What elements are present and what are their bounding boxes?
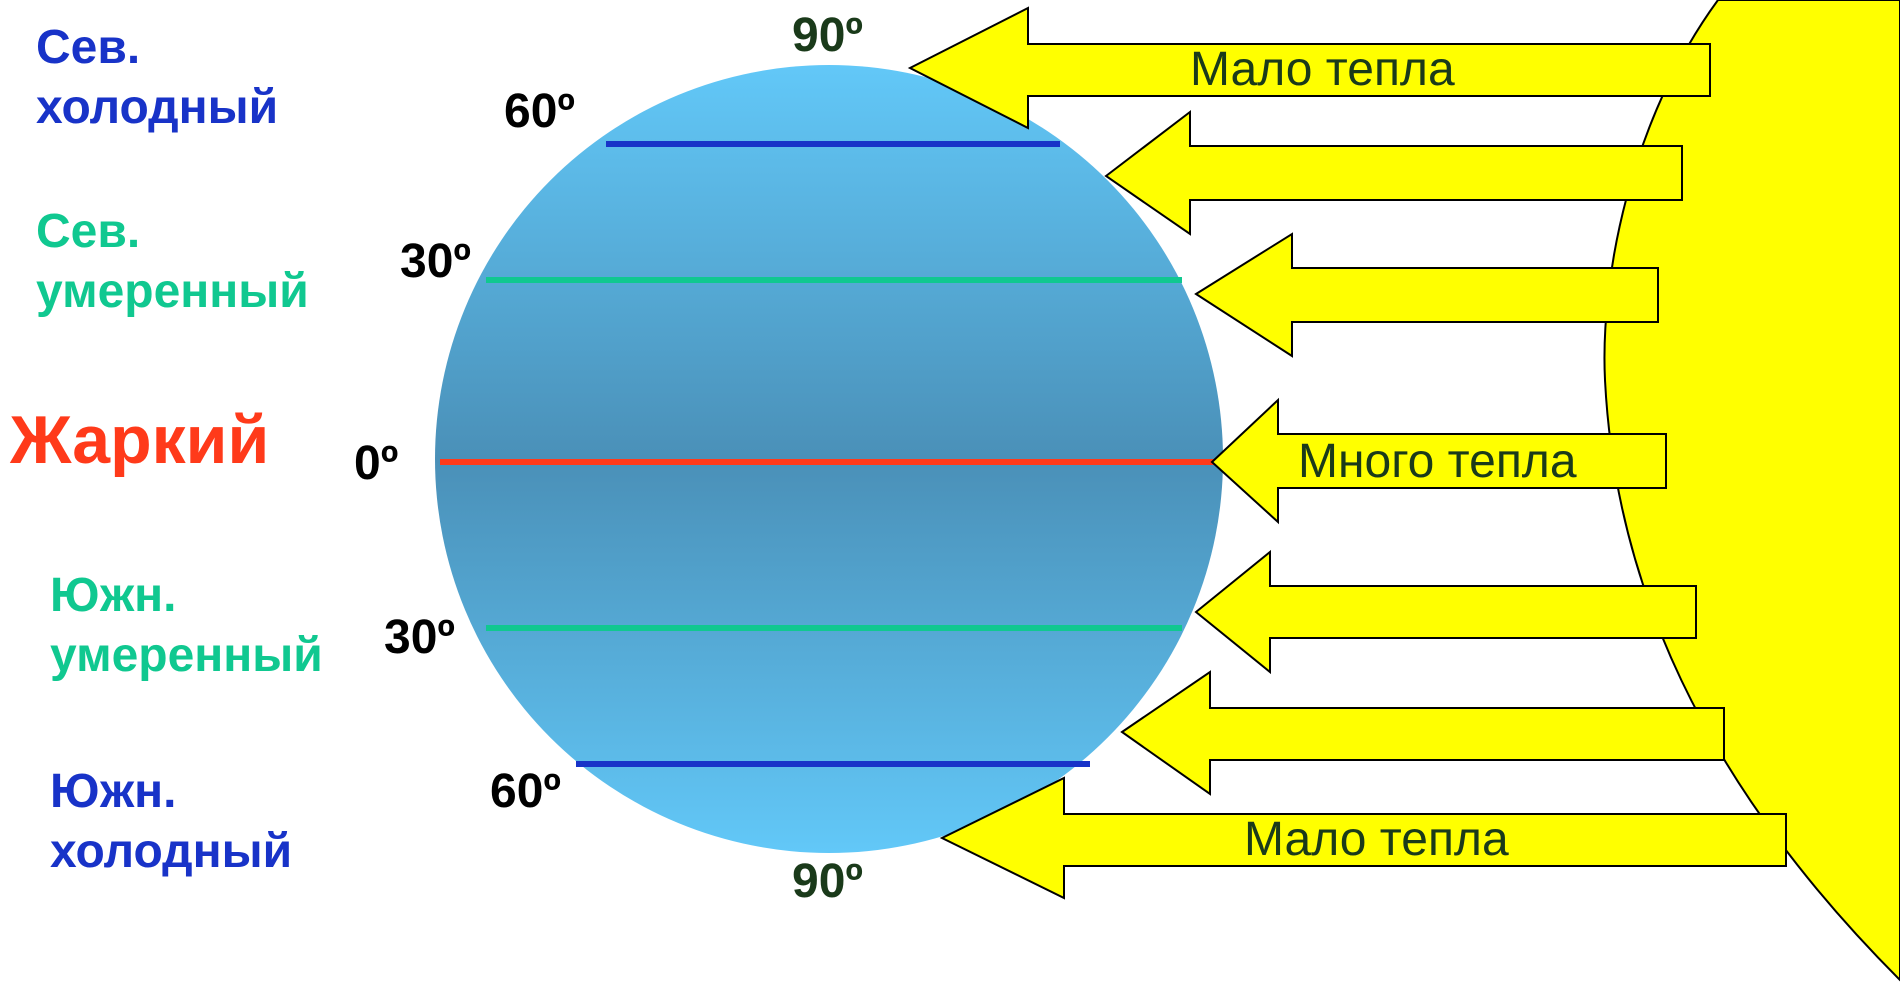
- arrow-label-top: Мало тепла: [1190, 44, 1455, 96]
- latitude-label-south-30: 30º: [384, 614, 455, 662]
- zone-label-north-cold: Сев. холодный: [36, 18, 278, 138]
- zone-label-north-cold-line2: холодный: [36, 78, 278, 138]
- zone-label-hot-text: Жаркий: [10, 402, 269, 478]
- zone-label-south-cold-line2: холодный: [50, 822, 292, 882]
- latitude-label-north-pole: 90º: [792, 12, 863, 60]
- zone-label-north-temperate-line1: Сев.: [36, 202, 309, 262]
- heat-arrow-5: [1196, 552, 1696, 672]
- latitude-label-equator: 0º: [354, 440, 398, 488]
- zone-label-north-temperate-line2: умеренный: [36, 262, 309, 322]
- heat-arrow-2: [1106, 112, 1682, 234]
- zone-label-south-temperate-line2: умеренный: [50, 626, 323, 686]
- latitude-label-south-pole: 90º: [792, 858, 863, 906]
- zone-label-south-temperate-line1: Южн.: [50, 566, 323, 626]
- zone-label-south-cold-line1: Южн.: [50, 762, 292, 822]
- latitude-label-north-60: 60º: [504, 88, 575, 136]
- arrow-label-bottom: Мало тепла: [1244, 814, 1509, 866]
- zone-label-hot: Жаркий: [10, 402, 269, 478]
- heat-arrow-3: [1196, 234, 1658, 356]
- zone-label-north-cold-line1: Сев.: [36, 18, 278, 78]
- zone-label-south-temperate: Южн. умеренный: [50, 566, 323, 686]
- latitude-label-north-30: 30º: [400, 238, 471, 286]
- zone-label-north-temperate: Сев. умеренный: [36, 202, 309, 322]
- latitude-label-south-60: 60º: [490, 768, 561, 816]
- zone-label-south-cold: Южн. холодный: [50, 762, 292, 882]
- arrow-label-middle: Много тепла: [1298, 436, 1577, 488]
- heat-arrow-6: [1122, 672, 1724, 794]
